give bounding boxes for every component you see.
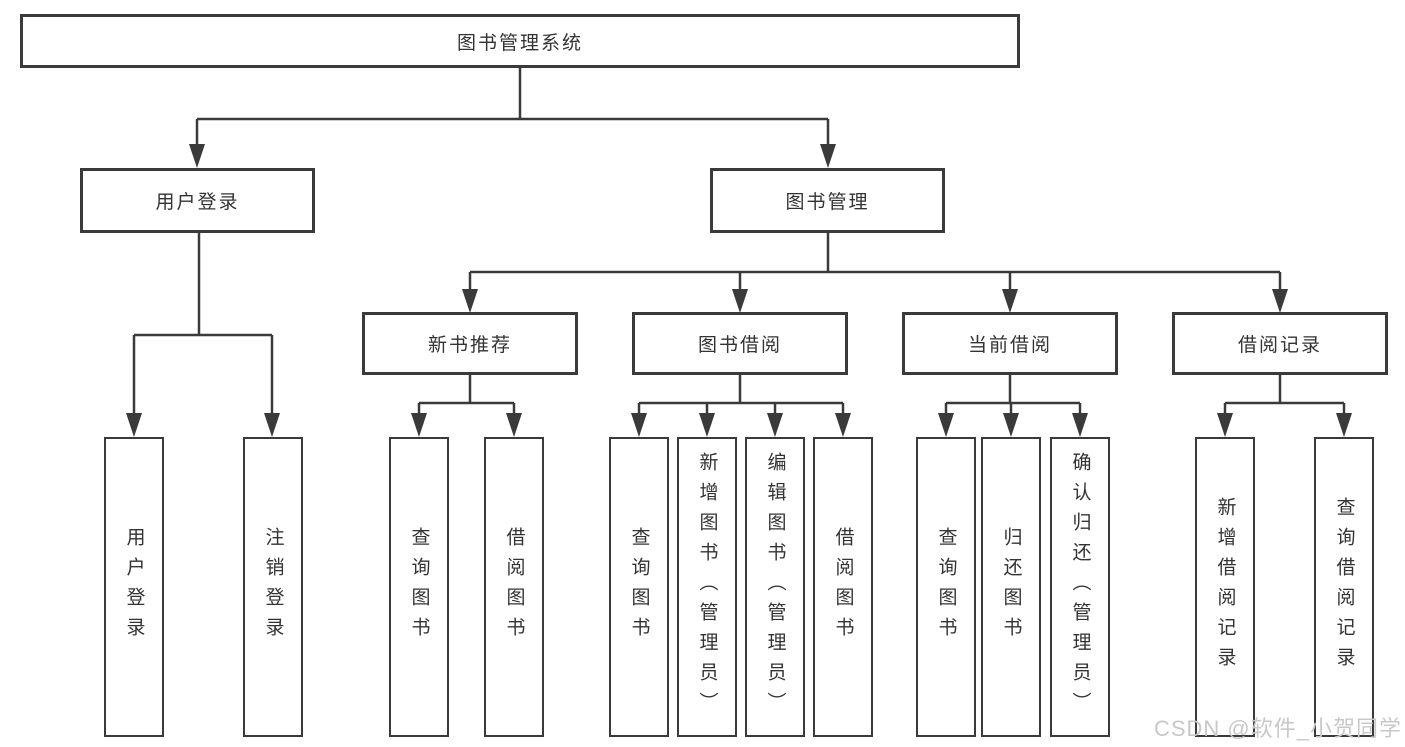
node-query-borrow-record: 查询借阅记录 bbox=[1314, 437, 1374, 737]
node-label: 注销登录 bbox=[262, 527, 284, 647]
node-label: 图书管理 bbox=[785, 192, 870, 213]
node-return-books: 归还图书 bbox=[981, 437, 1041, 737]
node-label: 编辑图书（管理员） bbox=[764, 452, 786, 722]
node-query-books-borrowing: 查询图书 bbox=[609, 437, 669, 737]
node-label: 图书管理系统 bbox=[456, 32, 583, 54]
node-label: 借阅图书 bbox=[832, 527, 854, 647]
node-label: 新书推荐 bbox=[427, 335, 512, 356]
node-label: 查询图书 bbox=[408, 527, 430, 647]
node-logout: 注销登录 bbox=[243, 437, 303, 737]
node-add-book-admin: 新增图书（管理员） bbox=[677, 437, 737, 737]
node-query-books-current: 查询图书 bbox=[916, 437, 976, 737]
node-add-borrow-record: 新增借阅记录 bbox=[1195, 437, 1255, 737]
node-label: 确认归还（管理员） bbox=[1069, 452, 1091, 722]
node-user-login-leaf: 用户登录 bbox=[104, 437, 164, 737]
node-current-borrowing: 当前借阅 bbox=[902, 312, 1118, 375]
node-label: 借阅图书 bbox=[503, 527, 525, 647]
csdn-watermark: CSDN @软件_小贺同学 bbox=[1153, 716, 1402, 741]
node-label: 查询借阅记录 bbox=[1333, 497, 1355, 677]
node-library-management-system: 图书管理系统 bbox=[20, 14, 1020, 68]
node-label: 图书借阅 bbox=[697, 335, 782, 356]
node-confirm-return-admin: 确认归还（管理员） bbox=[1050, 437, 1110, 737]
node-user-login: 用户登录 bbox=[80, 168, 315, 233]
node-borrow-books-recommend: 借阅图书 bbox=[484, 437, 544, 737]
node-edit-book-admin: 编辑图书（管理员） bbox=[745, 437, 805, 737]
node-query-books-recommend: 查询图书 bbox=[389, 437, 449, 737]
node-book-borrowing: 图书借阅 bbox=[632, 312, 848, 375]
node-label: 借阅记录 bbox=[1237, 335, 1322, 356]
node-label: 当前借阅 bbox=[967, 335, 1052, 356]
node-label: 用户登录 bbox=[155, 192, 240, 213]
node-borrow-books-borrowing: 借阅图书 bbox=[813, 437, 873, 737]
node-label: 归还图书 bbox=[1000, 527, 1022, 647]
node-label: 查询图书 bbox=[628, 527, 650, 647]
node-borrowing-records: 借阅记录 bbox=[1172, 312, 1388, 375]
node-new-book-recommendation: 新书推荐 bbox=[362, 312, 578, 375]
node-label: 新增图书（管理员） bbox=[696, 452, 718, 722]
node-label: 新增借阅记录 bbox=[1214, 497, 1236, 677]
node-book-management: 图书管理 bbox=[710, 168, 945, 233]
node-label: 用户登录 bbox=[123, 527, 145, 647]
node-label: 查询图书 bbox=[935, 527, 957, 647]
